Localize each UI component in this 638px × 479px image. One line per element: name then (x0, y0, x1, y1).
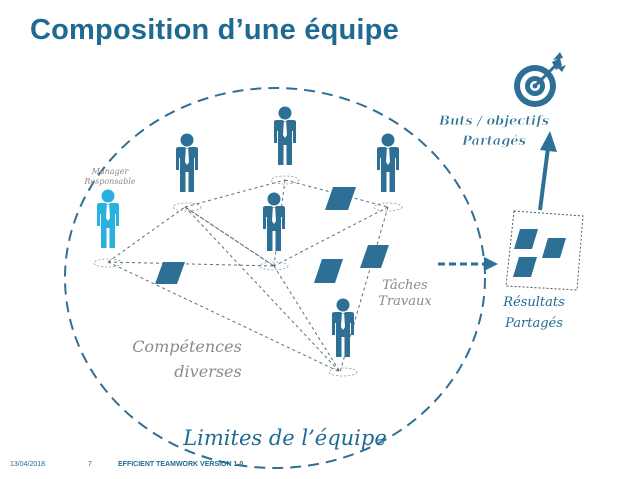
person-icon (176, 133, 198, 192)
manager-label-line1: Manager (91, 167, 130, 176)
taches-label-line1: Tâches (382, 278, 428, 293)
task-parallelogram-icon (325, 187, 356, 210)
goals-label-line1: Buts / objectifs (438, 114, 550, 129)
competences-label-line2: diverses (174, 362, 241, 381)
goals-label-line2: Partagés (461, 134, 526, 149)
results-label-line2: Partagés (504, 316, 563, 331)
arrow-up-icon (538, 131, 557, 211)
competences-label-line1: Compétences (132, 337, 242, 356)
task-shapes (155, 187, 389, 284)
taches-label-line2: Travaux (378, 294, 432, 309)
footer-date: 13/04/2018 (10, 461, 46, 468)
person-shadows (93, 175, 403, 377)
dashed-arrow-icon (438, 257, 498, 271)
team-limits-label: Limites de l’équipe (182, 426, 387, 450)
results-label-line1: Résultats (502, 295, 565, 310)
task-parallelogram-icon (155, 262, 185, 284)
person-icon (263, 192, 285, 251)
task-parallelogram-icon (360, 245, 389, 268)
manager-label-line2: Responsable (83, 177, 136, 186)
person-icon (377, 133, 399, 192)
person-icon (332, 298, 354, 357)
slide-title: Composition d’une équipe (30, 14, 399, 46)
task-parallelogram-icon (314, 259, 343, 283)
target-icon (514, 52, 566, 107)
footer-text: EFFICIENT TEAMWORK VERSION 1.0 (118, 461, 244, 468)
team-boundary (64, 87, 486, 469)
footer-page-number: 7 (88, 461, 92, 468)
manager-person-icon (97, 189, 119, 248)
results-box (505, 210, 584, 291)
person-icon (274, 106, 296, 165)
